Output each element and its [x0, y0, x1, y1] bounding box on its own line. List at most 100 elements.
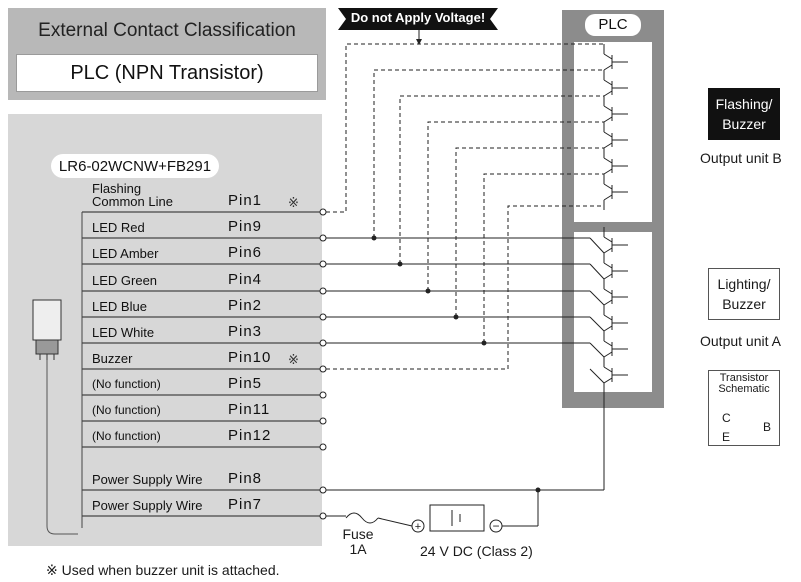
supply-wire: [377, 517, 413, 527]
schematic-title-line2: Schematic: [718, 383, 770, 395]
terminal-dot: [319, 313, 327, 321]
junction-dot: [371, 235, 377, 241]
wire-label: (No function): [92, 429, 161, 443]
junction-dot: [397, 261, 403, 267]
dashed-common-line: [326, 43, 605, 213]
terminal-dot: [319, 339, 327, 347]
fuse-label-line2: 1A: [349, 541, 367, 557]
warning-label: Do not Apply Voltage!: [350, 10, 486, 25]
schematic-emitter: E: [722, 430, 731, 444]
output-unit-b-line1: Flashing/: [715, 96, 773, 112]
terminal-dot: [319, 365, 327, 373]
terminal-dot: [319, 391, 327, 399]
terminal-dot: [319, 208, 327, 216]
terminal-dot: [319, 260, 327, 268]
wire-label: LED Amber: [92, 246, 159, 261]
transistor-symbol: [603, 299, 613, 306]
transistor-symbol: [603, 90, 613, 97]
wire-label: (No function): [92, 377, 161, 391]
battery-symbol: [429, 504, 485, 532]
model-badge: [51, 154, 219, 178]
transistor-symbol: [603, 288, 613, 295]
stack-light-icon: [32, 299, 62, 360]
schematic-collector: C: [722, 411, 731, 425]
junction-dot: [535, 487, 541, 493]
svg-text:+: +: [415, 521, 421, 533]
subtitle-panel: [16, 54, 318, 92]
wire-label: LED Red: [92, 220, 145, 235]
plc-label: PLC: [598, 16, 628, 33]
wire-label: LED Green: [92, 273, 158, 288]
schematic-title: Transistor Schematic: [708, 373, 780, 395]
pin-label: Pin7: [228, 496, 263, 513]
transistor-symbol: [603, 64, 613, 71]
pin-label: Pin2: [228, 297, 263, 314]
transistor-symbol: [603, 183, 613, 190]
fuse-symbol: [345, 512, 379, 524]
minus-terminal: [489, 519, 503, 533]
transistor-symbol: [603, 131, 613, 138]
transistor-symbol: [603, 194, 613, 201]
transistor-symbol: [603, 377, 613, 384]
transistor-symbol: [603, 105, 613, 112]
svg-text:−: −: [492, 519, 499, 533]
terminal-dot: [319, 486, 327, 494]
wire-label: Power Supply Wire: [92, 498, 203, 513]
transistor-symbol: [603, 351, 613, 358]
output-unit-b-box: Flashing/ Buzzer: [708, 88, 780, 140]
transistor-symbol: [603, 157, 613, 164]
transistor-symbol: [603, 314, 613, 321]
led-wire: [589, 316, 605, 332]
pin-label: Pin1: [228, 192, 263, 209]
transistor-symbol: [603, 325, 613, 332]
plc-tag: [585, 14, 641, 36]
transistor-symbol: [603, 116, 613, 123]
transistor-symbol: [603, 142, 613, 149]
transistor-symbol: [603, 340, 613, 347]
terminal-dot: [319, 287, 327, 295]
pin-label: Pin3: [228, 323, 263, 340]
fuse-label: Fuse 1A: [340, 527, 376, 557]
dashed-led-line: [373, 69, 604, 238]
terminal-dot: [319, 512, 327, 520]
pin-label: Pin6: [228, 244, 263, 261]
wire-label: Power Supply Wire: [92, 472, 203, 487]
led-wire: [589, 290, 605, 306]
pin-label: Pin5: [228, 375, 263, 392]
transistor-symbol: [603, 273, 613, 280]
model-label: LR6-02WCNW+FB291: [58, 158, 212, 175]
dashed-buzzer-line: [326, 200, 605, 370]
led-wire: [589, 342, 605, 358]
output-unit-a-caption: Output unit A: [700, 333, 781, 349]
pin-label: Pin8: [228, 470, 263, 487]
pin-label: Pin9: [228, 218, 263, 235]
transistor-symbol: [603, 247, 613, 254]
plus-terminal: [411, 519, 425, 533]
terminal-dot: [319, 443, 327, 451]
schematic-title-line1: Transistor: [719, 372, 769, 384]
led-wire: [589, 237, 605, 254]
transistor-symbol: [603, 168, 613, 175]
pin-label: Pin10: [228, 349, 272, 366]
transistor-symbol: [603, 236, 613, 243]
fuse-label-line1: Fuse: [342, 526, 374, 542]
warning-badge: [338, 8, 498, 30]
transistor-symbol: [603, 366, 613, 373]
junction-dot: [425, 288, 431, 294]
schematic-base: B: [763, 420, 772, 434]
note-mark: ※: [288, 195, 299, 210]
dashed-led-line: [427, 121, 604, 291]
header-subtitle: PLC (NPN Transistor): [70, 62, 264, 84]
led-wire: [589, 263, 605, 280]
dashed-led-line: [483, 173, 604, 343]
note-mark: ※: [288, 352, 299, 367]
junction-dot: [481, 340, 487, 346]
transistor-symbol: [603, 262, 613, 269]
buzzer-wire: [589, 368, 605, 384]
header-title: External Contact Classification: [38, 20, 296, 41]
footnote: ※ Used when buzzer unit is attached.: [46, 562, 280, 578]
wire-label: LED White: [92, 325, 155, 340]
dashed-led-line: [399, 95, 604, 264]
output-unit-a-box: Lighting/ Buzzer: [708, 268, 780, 320]
